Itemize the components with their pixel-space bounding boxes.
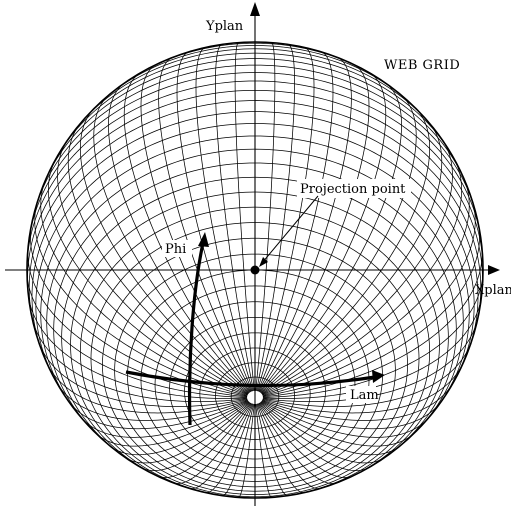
grid-line [255,403,272,498]
grid-line [57,140,249,395]
grid-line [47,159,248,395]
projection-leader-arrowhead [259,257,268,267]
grid-line [140,402,251,471]
grid-line [53,162,457,460]
grid-line [99,45,411,103]
grid-line [255,42,276,391]
grid-line [261,122,443,394]
grid-line [260,94,417,394]
y-axis-arrowhead [250,2,260,16]
grid-line [40,135,470,407]
grid-line [28,72,482,242]
grid-line [28,295,248,399]
grid-line [256,403,304,494]
grid-line [34,201,248,397]
grid-line [93,94,250,394]
grid-line [234,42,255,391]
grid-line [261,400,429,438]
grid-line [37,340,248,407]
grid-line [35,64,475,209]
grid-line [262,340,473,407]
grid-line [261,140,453,395]
grid-line [45,361,248,414]
grid-line [158,57,252,392]
grid-line [260,108,431,394]
grid-line [262,201,476,397]
projection-label-mask [297,179,411,198]
grid-line [75,48,435,130]
grid-line [259,402,385,464]
grid-line [189,403,253,490]
grid-line [195,47,254,392]
grid-line [262,361,465,414]
grid-line [27,89,483,294]
grid-line [67,400,249,430]
grid-line [27,80,483,271]
projection-point-dot [250,265,260,275]
lam-label-mask [346,386,376,403]
grid-line [31,318,248,403]
grid-line [81,400,249,438]
grid-line [256,44,295,391]
phi-arrowhead [198,232,209,247]
phi-arrow-path [187,242,205,426]
y-axis-label: Yplan [205,19,244,34]
grid-line [215,44,254,391]
projection-point-label: Projection point [300,182,406,197]
grid-line [259,73,387,393]
grid-line [40,180,248,396]
grid-line [259,402,370,471]
grid-line [56,52,454,157]
grid-line [206,403,254,494]
lam-arrowhead [372,370,385,383]
grid-line [256,47,315,392]
x-axis-arrowhead [488,265,500,275]
grid-line [140,64,252,392]
grid-line [262,180,470,396]
grid-line [46,148,464,435]
x-axis-label: Xplan [475,283,511,298]
grid-line [28,100,482,327]
grid-line [222,403,254,496]
grid-line [262,159,463,395]
grid-line [261,400,443,430]
grid-line [185,42,325,54]
grid-line [262,295,482,399]
grid-line [125,402,251,464]
phi-label: Phi [165,242,186,257]
diagram-title: WEB GRID [384,58,460,73]
grid-line [31,111,479,354]
grid-line [44,58,466,182]
grid-line [257,403,321,490]
grid-line [256,403,288,496]
projection-leader-line [261,195,319,264]
grid-line [132,42,378,79]
lam-label: Lam [350,388,379,403]
grid-line [35,123,475,380]
grid-line [123,73,251,393]
lam-arrow-path [125,370,376,388]
phi-label-mask [162,240,192,257]
grid-line [238,403,255,498]
grid-line [262,318,479,403]
grid-line [79,108,250,394]
